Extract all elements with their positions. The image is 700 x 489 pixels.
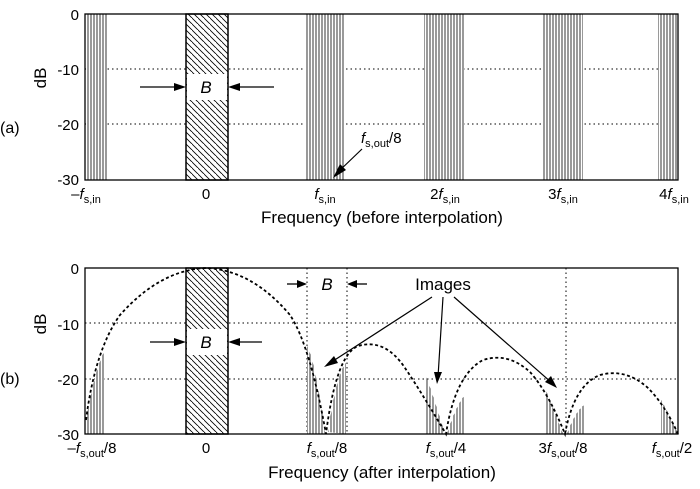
panel-b-xtick-5: fs,out/2 (652, 440, 693, 460)
panel-b-xtick-2: fs,out/8 (307, 440, 348, 460)
panel-a-annotation: fs,out/8 (333, 130, 402, 178)
panel-a-xtick-4: 3fs,in (548, 186, 578, 206)
panel-b-images-annotation: Images (324, 275, 557, 388)
panel-a-band-gap (187, 74, 227, 100)
panel-b-yticks: 0 -10 -20 -30 (57, 261, 79, 444)
panel-b-response-curve (85, 267, 679, 438)
panel-a-yticks: 0 -10 -20 -30 (57, 7, 79, 189)
panel-b-xlabel: Frequency (after interpolation) (268, 463, 496, 482)
panel-b-xtick-4: 3fs,out/8 (539, 440, 588, 460)
panel-a-ytick-3: -30 (57, 172, 79, 189)
panel-b-images (86, 346, 678, 434)
panel-a-grid (85, 14, 678, 180)
panel-a: (a) dB 0 -10 -20 -30 B (0, 7, 689, 227)
panel-b-band-label: B (200, 333, 211, 352)
panel-b-xtick-0: –fs,out/8 (68, 440, 117, 460)
panel-b-xtick-3: fs,out/4 (426, 440, 467, 460)
panel-b-ytick-2: -20 (57, 372, 79, 389)
panel-a-bandwidth-marker: B (140, 78, 274, 97)
panel-a-xticks: –fs,in 0 fs,in 2fs,in 3fs,in 4fs,in (71, 186, 689, 206)
panel-a-xtick-3: 2fs,in (430, 186, 460, 206)
panel-b-xtick-1: 0 (202, 440, 210, 457)
panel-b-image-lobe (567, 405, 584, 434)
panel-b-band-gap (187, 329, 227, 355)
panel-b-ytick-3: -30 (57, 427, 79, 444)
panel-b-image-lobe (328, 363, 346, 434)
panel-b-ytick-1: -10 (57, 317, 79, 334)
panel-a-xtick-0: –fs,in (71, 186, 101, 206)
panel-a-ytick-0: 0 (71, 7, 79, 24)
panel-b-ytick-0: 0 (71, 261, 79, 278)
panel-b: (b) dB 0 -10 -20 -30 (0, 261, 692, 482)
panel-a-image-band (658, 14, 678, 180)
panel-b-frame (84, 267, 679, 435)
panel-a-xtick-1: 0 (202, 186, 210, 203)
panel-a-xlabel: Frequency (before interpolation) (261, 208, 503, 227)
panel-b-image-lobe (86, 352, 104, 434)
panel-a-label: (a) (0, 120, 20, 137)
panel-b-ylabel: dB (31, 314, 50, 335)
panel-b-grid (85, 268, 678, 434)
panel-a-ylabel: dB (31, 68, 50, 89)
panel-a-xtick-2: fs,in (314, 186, 335, 206)
panel-b-label: (b) (0, 371, 20, 388)
panel-b-image-lobe (447, 395, 465, 434)
panel-a-image-band (305, 14, 345, 180)
panel-b-top-band-label: B (321, 275, 332, 294)
panel-b-top-bandwidth-marker: B (287, 275, 367, 294)
panel-a-band-label: B (200, 78, 211, 97)
panel-a-frame (84, 13, 679, 181)
panel-a-annotation-label: fs,out/8 (361, 130, 402, 150)
panel-a-image-band (424, 14, 464, 180)
panel-a-image-band (86, 14, 107, 180)
panel-a-ytick-1: -10 (57, 62, 79, 79)
panel-b-images-label: Images (415, 275, 471, 294)
panel-b-bandwidth-marker: B (150, 333, 262, 352)
panel-b-image-lobe (426, 376, 445, 434)
panel-a-image-band (543, 14, 583, 180)
panel-b-xticks: –fs,out/8 0 fs,out/8 fs,out/4 3fs,out/8 … (68, 440, 693, 460)
panel-a-ytick-2: -20 (57, 117, 79, 134)
panel-a-xtick-5: 4fs,in (659, 186, 689, 206)
